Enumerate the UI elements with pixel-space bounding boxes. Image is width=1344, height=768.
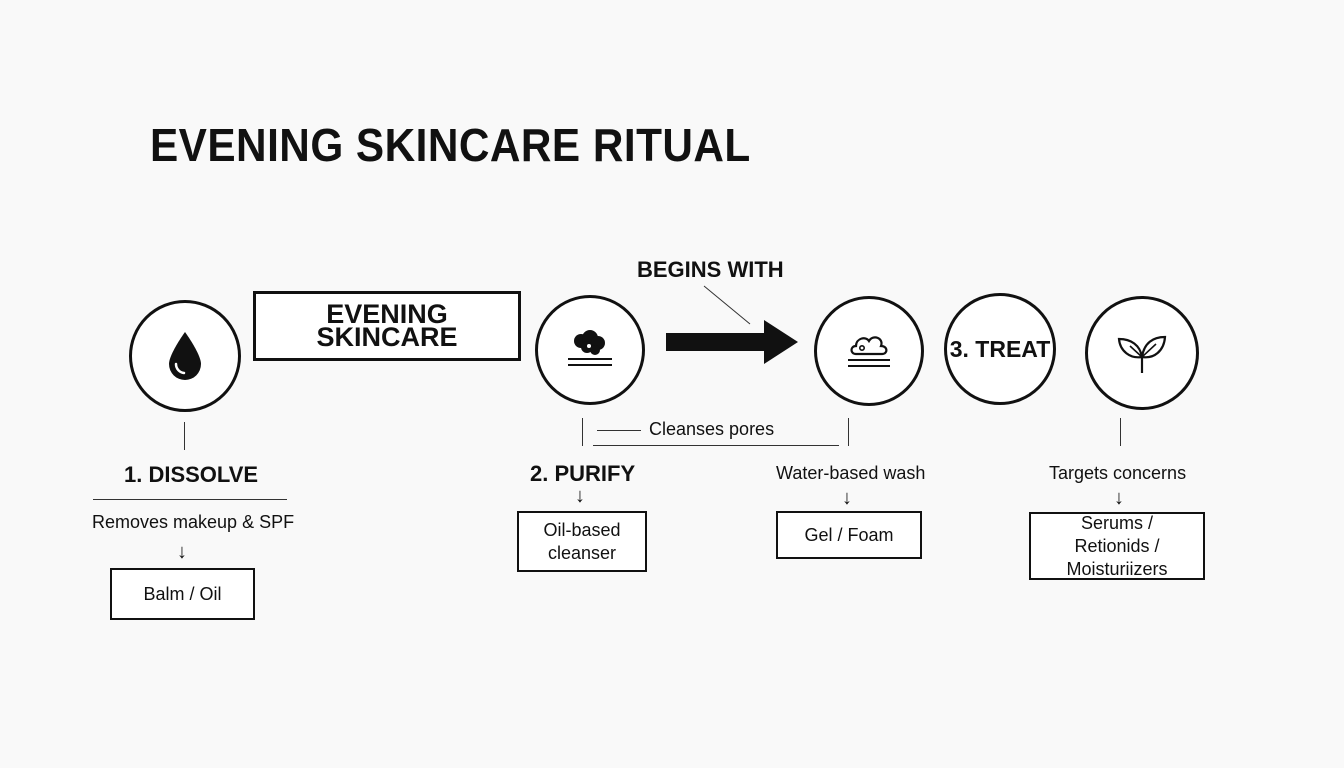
treat-product-label: Serums / Retionids / Moisturiizers bbox=[1066, 512, 1168, 579]
treat-down-arrow: ↓ bbox=[1114, 487, 1124, 509]
begins-with-leader bbox=[703, 285, 751, 325]
foam-connector bbox=[848, 418, 849, 446]
dissolve-divider bbox=[93, 499, 287, 500]
foam-down-arrow: ↓ bbox=[842, 487, 852, 509]
evening-skincare-box: EVENING SKINCARE bbox=[253, 291, 521, 361]
dissolve-heading: 1. DISSOLVE bbox=[124, 462, 259, 487]
cleanses-pores-label: Cleanses pores bbox=[649, 419, 775, 439]
evening-skincare-label: EVENING SKINCARE bbox=[316, 299, 458, 352]
treat-heading: 3. TREAT bbox=[949, 335, 1051, 362]
dissolve-description: Removes makeup & SPF bbox=[92, 512, 295, 532]
purify-down-arrow: ↓ bbox=[575, 485, 585, 507]
leaf-connector bbox=[1120, 418, 1121, 446]
cleanses-bracket-short bbox=[597, 430, 641, 431]
purify-product-label: Oil-based cleanser bbox=[543, 519, 621, 563]
page-title: EVENING SKINCARE RITUAL bbox=[150, 119, 751, 171]
cleanses-bracket-long bbox=[593, 445, 839, 446]
purify-product-box: Oil-based cleanser bbox=[517, 511, 647, 572]
dissolve-circle bbox=[129, 300, 241, 412]
dissolve-product-box: Balm / Oil bbox=[110, 568, 255, 620]
treat-product-box: Serums / Retionids / Moisturiizers bbox=[1029, 512, 1205, 580]
leaf-icon bbox=[1117, 335, 1167, 373]
cleansing-balm-icon bbox=[568, 330, 612, 366]
foam-product-box: Gel / Foam bbox=[776, 511, 922, 559]
dissolve-connector bbox=[184, 422, 185, 450]
foam-product-label: Gel / Foam bbox=[804, 524, 894, 545]
foam-cleanser-icon bbox=[848, 336, 890, 367]
dissolve-down-arrow: ↓ bbox=[177, 541, 187, 563]
treat-circle: 3. TREAT bbox=[944, 293, 1056, 405]
foam-circle bbox=[814, 296, 924, 406]
water-drop-icon bbox=[169, 332, 201, 380]
purify-connector bbox=[582, 418, 583, 446]
begins-with-label: BEGINS WITH bbox=[637, 257, 784, 282]
water-based-description: Water-based wash bbox=[776, 463, 926, 483]
big-right-arrow bbox=[666, 320, 798, 364]
purify-circle bbox=[535, 295, 645, 405]
treat-description: Targets concerns bbox=[1049, 463, 1187, 483]
leaf-circle bbox=[1085, 296, 1199, 410]
purify-heading: 2. PURIFY bbox=[530, 461, 636, 486]
dissolve-product-label: Balm / Oil bbox=[143, 583, 222, 604]
